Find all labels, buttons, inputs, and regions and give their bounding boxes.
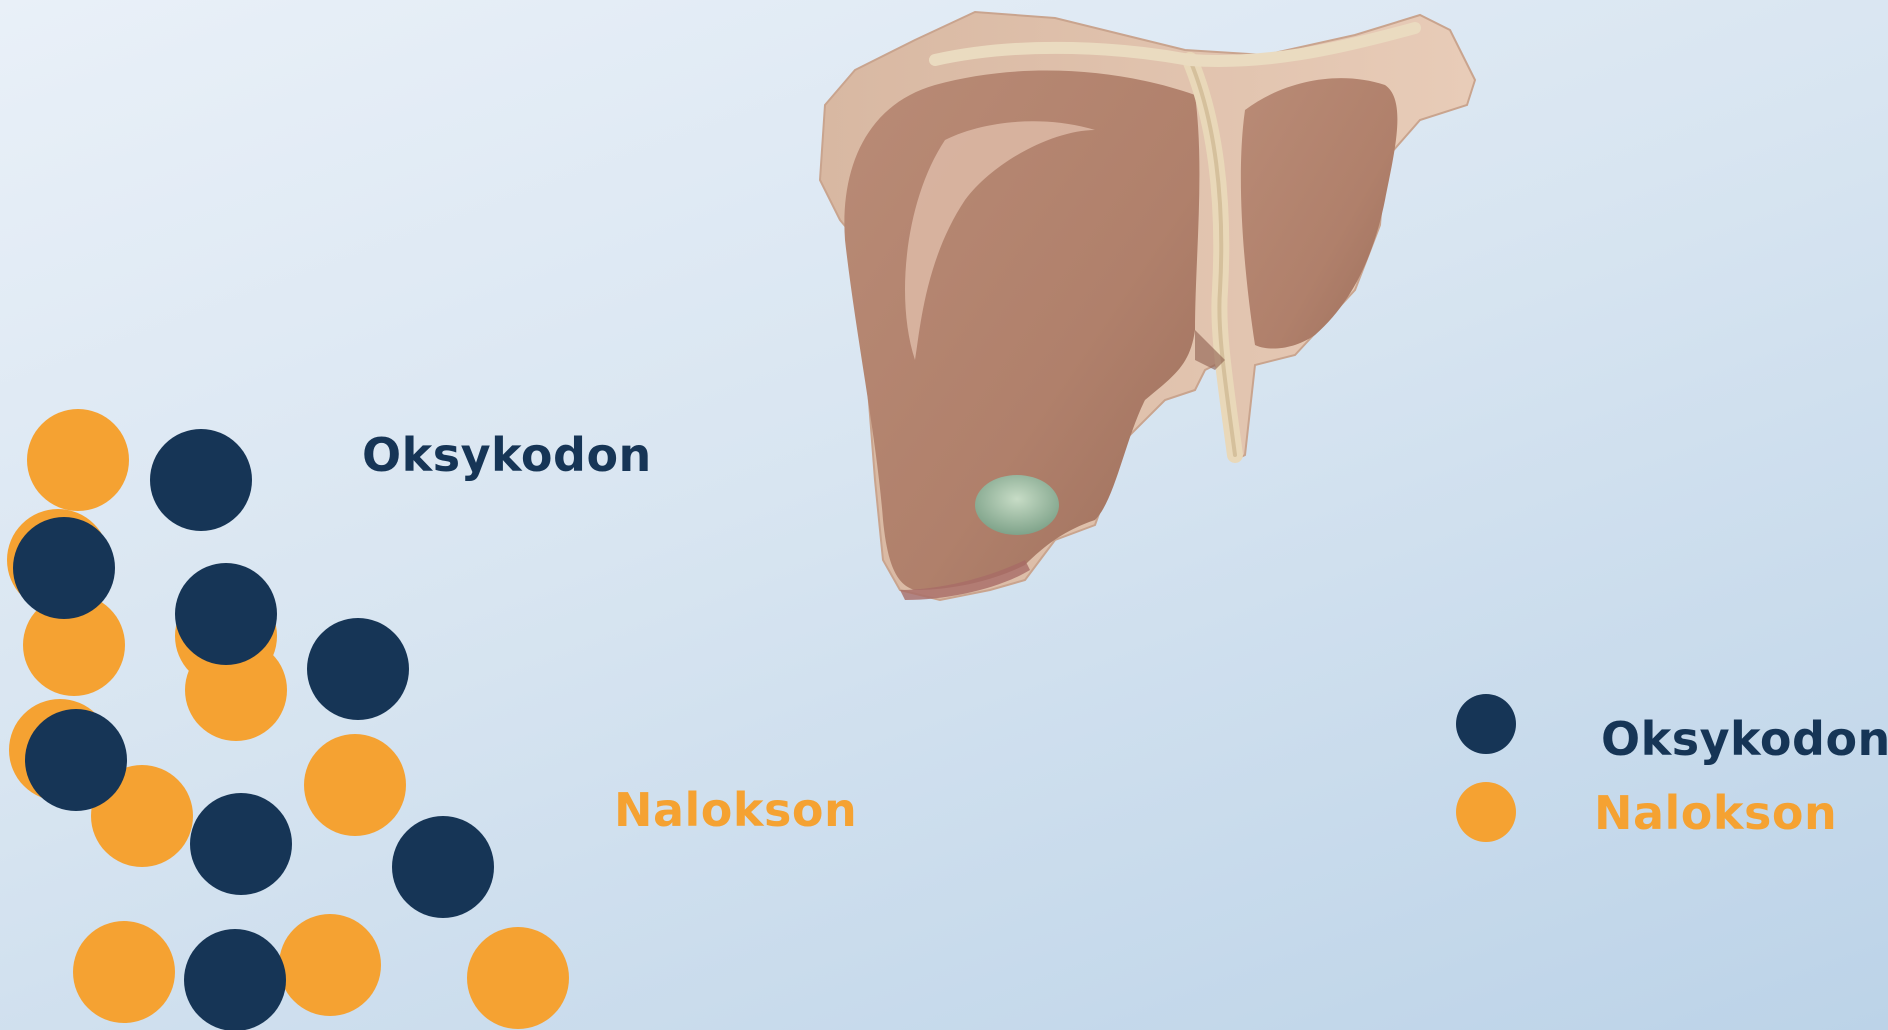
oxycodone-molecule [190,793,292,895]
legend-oxycodone-dot [1456,694,1516,754]
legend-oxycodone-label: Oksykodon [1601,712,1888,766]
naloxone-molecule [27,409,129,511]
legend-naloxone-label: Nalokson [1594,786,1837,840]
legend-naloxone-dot [1456,782,1516,842]
oxycodone-molecule [25,709,127,811]
naloxone-molecule [73,921,175,1023]
gallbladder [975,475,1059,535]
naloxone-molecule [279,914,381,1016]
naloxone-molecule [304,734,406,836]
liver-left-lobe [1241,78,1398,348]
oxycodone-molecule [392,816,494,918]
naloxone-label: Nalokson [614,783,857,837]
oxycodone-molecule [175,563,277,665]
molecule-cluster [0,390,600,1030]
oxycodone-molecule [13,517,115,619]
liver-illustration [795,0,1555,620]
oxycodone-label: Oksykodon [362,428,652,482]
oxycodone-molecule [307,618,409,720]
oxycodone-molecule [184,929,286,1030]
oxycodone-molecule [150,429,252,531]
naloxone-molecule [467,927,569,1029]
